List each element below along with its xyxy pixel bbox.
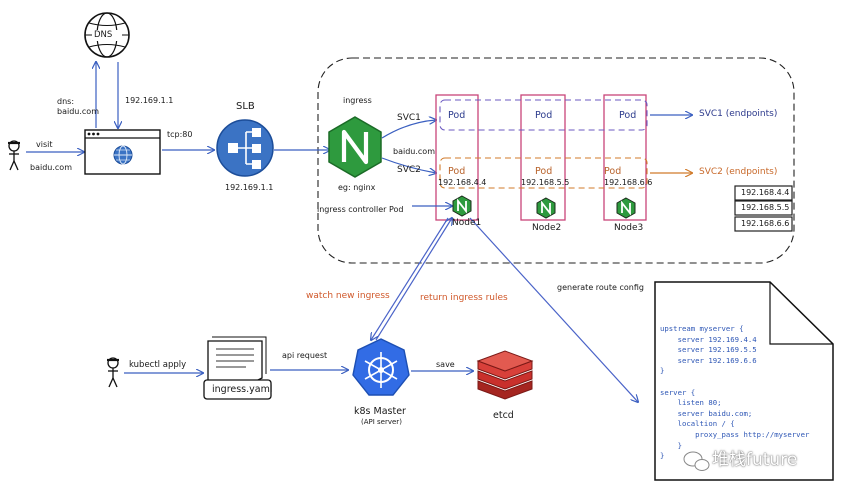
node1-label: Node1	[452, 218, 482, 228]
kubectl-user-icon	[107, 357, 119, 388]
etcd-icon	[476, 350, 534, 400]
save-label: save	[436, 360, 455, 369]
user-icon	[8, 140, 20, 171]
svc2-endpoints-label: SVC2 (endpoints)	[699, 167, 778, 177]
etcd-label: etcd	[493, 410, 514, 421]
browser-window-icon	[84, 129, 161, 175]
svc1-pod-group	[439, 99, 648, 131]
svc2-domain-label: baidu.com	[393, 147, 435, 156]
node1-nginx-icon	[452, 195, 472, 217]
ingress-example-label: eg: nginx	[338, 183, 376, 192]
node2-svc1-pod: Pod	[535, 110, 553, 121]
kubectl-apply-label: kubectl apply	[129, 360, 187, 370]
dns-answer-label: 192.169.1.1	[125, 96, 174, 105]
node3-box	[603, 94, 647, 221]
svc2-route-label: SVC2	[397, 165, 421, 175]
endpoints-table	[734, 185, 793, 232]
svc1-endpoints-label: SVC1 (endpoints)	[699, 109, 778, 119]
ingress-controller-pod-label: ingress controller Pod	[317, 205, 404, 214]
return-rules-arrow	[371, 217, 449, 340]
slb-ip-label: 192.169.1.1	[225, 183, 274, 192]
yaml-file-label: ingress.yaml	[212, 384, 273, 395]
svc1-route-label: SVC1	[397, 113, 421, 123]
generate-config-label: generate route config	[557, 283, 644, 292]
endpoint-ip-2: 192.168.5.5	[741, 203, 790, 212]
node1-svc1-pod: Pod	[448, 110, 466, 121]
node3-label: Node3	[614, 223, 644, 233]
config-document	[654, 281, 834, 481]
visit-domain-label: baidu.com	[30, 163, 72, 172]
return-rules-label: return ingress rules	[420, 293, 508, 303]
visit-label: visit	[36, 140, 53, 149]
node3-svc2-pod: Pod	[604, 166, 622, 177]
node2-label: Node2	[532, 223, 562, 233]
node1-svc2-pod: Pod	[448, 166, 466, 177]
generate-config-arrow	[469, 217, 638, 402]
dns-query-label: dns: baidu.com	[57, 97, 99, 116]
endpoint-ip-3: 192.168.6.6	[741, 219, 790, 228]
master-title: k8s Master	[354, 406, 406, 417]
nginx-config-text: upstream myserver { server 192.169.4.4 s…	[660, 324, 810, 461]
svc2-pod-group	[439, 157, 648, 189]
slb-icon	[216, 119, 274, 177]
node3-pod-ip: 192.168.6.6	[604, 178, 653, 187]
master-subtitle: (API server)	[361, 418, 402, 426]
node2-svc2-pod: Pod	[535, 166, 553, 177]
api-request-label: api request	[282, 351, 328, 360]
node3-svc1-pod: Pod	[619, 110, 637, 121]
ingress-title: ingress	[343, 96, 372, 105]
node1-pod-ip: 192.168.4.4	[438, 178, 487, 187]
wechat-watermark-icon	[683, 451, 710, 471]
watermark-text: 堆栈future	[712, 450, 798, 470]
endpoint-ip-1: 192.168.4.4	[741, 188, 790, 197]
node2-nginx-icon	[536, 197, 556, 219]
svc1-route-arrow	[381, 120, 436, 139]
yaml-document-icon	[203, 336, 272, 400]
dns-globe-icon	[84, 12, 130, 58]
watch-ingress-label: watch new ingress	[306, 291, 390, 301]
slb-title: SLB	[236, 101, 255, 112]
watch-ingress-arrow	[375, 218, 452, 341]
dns-label: DNS	[94, 30, 113, 40]
cluster-boundary	[317, 57, 795, 264]
svc2-route-arrow	[381, 157, 436, 173]
node3-nginx-icon	[616, 197, 636, 219]
slb-port-label: tcp:80	[167, 130, 193, 139]
node2-pod-ip: 192.168.5.5	[521, 178, 570, 187]
k8s-master-icon	[352, 338, 410, 396]
nginx-ingress-icon	[328, 116, 382, 178]
